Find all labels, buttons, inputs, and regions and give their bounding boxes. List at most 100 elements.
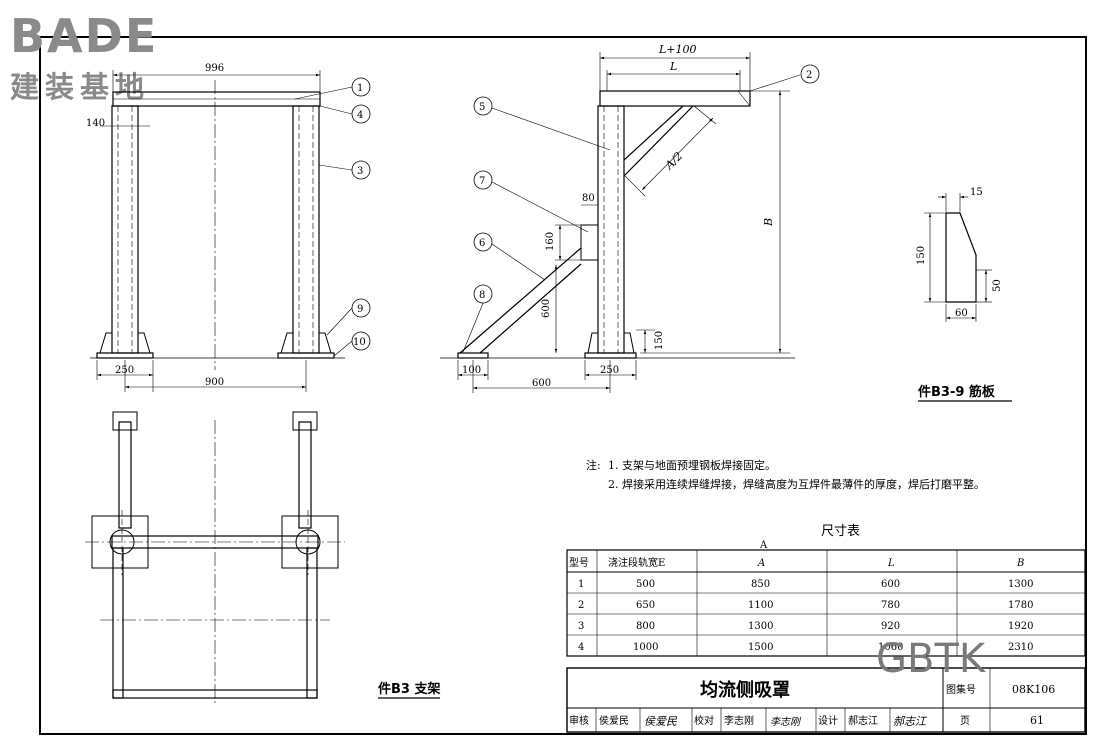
svg-text:600: 600 bbox=[541, 299, 552, 318]
callout-8: 8 bbox=[473, 284, 493, 304]
callout-5: 5 bbox=[473, 96, 493, 116]
svg-text:1300: 1300 bbox=[1008, 579, 1033, 590]
note-1: 1. 支架与地面预埋钢板焊接固定。 bbox=[608, 458, 776, 472]
svg-text:设计: 设计 bbox=[818, 714, 838, 727]
table-header: 浇注段轨宽E bbox=[608, 556, 665, 569]
svg-text:250: 250 bbox=[115, 365, 134, 376]
svg-text:BADE: BADE bbox=[10, 9, 158, 63]
svg-text:140: 140 bbox=[86, 118, 105, 129]
svg-text:6: 6 bbox=[479, 238, 485, 249]
svg-text:2310: 2310 bbox=[1008, 642, 1033, 653]
svg-text:250: 250 bbox=[600, 365, 619, 376]
svg-text:900: 900 bbox=[205, 377, 224, 388]
svg-text:2: 2 bbox=[578, 600, 584, 611]
svg-text:4: 4 bbox=[578, 642, 584, 653]
svg-text:1060: 1060 bbox=[878, 642, 903, 653]
svg-text:600: 600 bbox=[532, 378, 551, 389]
drawing-title: 均流侧吸罩 bbox=[700, 679, 790, 701]
svg-text:50: 50 bbox=[992, 279, 1003, 292]
drawing-frame bbox=[39, 36, 1087, 735]
callout-9: 9 bbox=[351, 298, 371, 318]
svg-text:9: 9 bbox=[357, 304, 363, 315]
svg-text:1500: 1500 bbox=[748, 642, 773, 653]
notes: 注: 1. 支架与地面预埋钢板焊接固定。 2. 焊接采用连续焊缝焊接，焊缝高度为… bbox=[586, 458, 985, 491]
rib-plate-drawing bbox=[924, 193, 992, 322]
notes-prefix: 注: bbox=[586, 458, 601, 472]
bade-logo: BADE 建装基地 bbox=[10, 9, 158, 104]
svg-text:校对: 校对 bbox=[694, 714, 714, 727]
table-marker: A bbox=[759, 540, 768, 551]
svg-text:1000: 1000 bbox=[633, 642, 658, 653]
signature-review: 侯爱民 bbox=[644, 715, 678, 728]
svg-text:80: 80 bbox=[582, 193, 595, 204]
table-header: A bbox=[757, 558, 765, 569]
table-header: B bbox=[1016, 558, 1024, 569]
signature-check: 李志刚 bbox=[770, 716, 802, 728]
svg-text:3: 3 bbox=[578, 621, 584, 632]
svg-text:5: 5 bbox=[479, 102, 485, 113]
svg-text:15: 15 bbox=[970, 187, 983, 198]
atlas-number: 08K106 bbox=[1012, 683, 1055, 696]
svg-text:600: 600 bbox=[881, 579, 900, 590]
svg-text:8: 8 bbox=[479, 290, 485, 301]
svg-text:1100: 1100 bbox=[748, 600, 773, 611]
callout-6: 6 bbox=[473, 232, 493, 252]
svg-text:郝志江: 郝志江 bbox=[848, 714, 878, 727]
gbtk-watermark: GBTK bbox=[876, 636, 987, 682]
table-title: 尺寸表 bbox=[821, 524, 860, 539]
plan-view bbox=[85, 411, 345, 705]
svg-text:1: 1 bbox=[357, 83, 363, 94]
svg-text:1780: 1780 bbox=[1008, 600, 1033, 611]
svg-text:审核: 审核 bbox=[569, 714, 589, 727]
svg-text:1920: 1920 bbox=[1008, 621, 1033, 632]
note-2: 2. 焊接采用连续焊缝焊接，焊缝高度为互焊件最薄件的厚度，焊后打磨平整。 bbox=[608, 477, 985, 491]
svg-text:10: 10 bbox=[353, 337, 366, 348]
svg-text:页: 页 bbox=[960, 715, 970, 727]
svg-text:L+100: L+100 bbox=[658, 43, 697, 56]
svg-text:150: 150 bbox=[916, 246, 927, 265]
svg-text:800: 800 bbox=[636, 621, 655, 632]
side-view bbox=[440, 52, 801, 393]
svg-text:侯爱民: 侯爱民 bbox=[599, 714, 629, 727]
rib-plate-caption: 件B3-9 筋板 bbox=[918, 384, 996, 400]
svg-text:7: 7 bbox=[479, 176, 485, 187]
svg-text:500: 500 bbox=[636, 579, 655, 590]
svg-text:850: 850 bbox=[751, 579, 770, 590]
svg-text:1300: 1300 bbox=[748, 621, 773, 632]
page-number: 61 bbox=[1030, 714, 1044, 727]
callout-10: 10 bbox=[351, 331, 371, 351]
svg-text:A/2: A/2 bbox=[662, 150, 685, 173]
svg-text:60: 60 bbox=[955, 308, 968, 319]
rib-plate-labels: 15 150 50 60 件B3-9 筋板 bbox=[916, 187, 1012, 402]
svg-text:160: 160 bbox=[545, 232, 556, 251]
front-view-labels: 996 140 250 900 1 4 3 9 10 bbox=[86, 63, 371, 388]
table-row: 4 1000 1500 1060 2310 bbox=[578, 642, 1033, 653]
svg-text:3: 3 bbox=[357, 166, 363, 177]
atlas-label: 图集号 bbox=[946, 683, 976, 696]
callout-1: 1 bbox=[351, 77, 371, 97]
plan-caption: 件B3 支架 bbox=[378, 681, 440, 697]
callout-2: 2 bbox=[800, 64, 820, 84]
signature-design: 郝志江 bbox=[893, 715, 927, 728]
front-view bbox=[90, 70, 353, 392]
svg-text:920: 920 bbox=[881, 621, 900, 632]
svg-text:2: 2 bbox=[806, 70, 812, 81]
svg-text:4: 4 bbox=[357, 110, 363, 121]
svg-text:李志刚: 李志刚 bbox=[724, 714, 754, 727]
svg-text:100: 100 bbox=[462, 365, 481, 376]
svg-text:1: 1 bbox=[578, 579, 584, 590]
svg-text:780: 780 bbox=[881, 600, 900, 611]
dimension-table: 尺寸表 A 型号 浇注段轨宽E A L B 1 500 850 600 1300… bbox=[566, 524, 1086, 657]
callout-4: 4 bbox=[351, 104, 371, 124]
svg-text:650: 650 bbox=[636, 600, 655, 611]
table-row: 1 500 850 600 1300 bbox=[578, 579, 1033, 590]
table-row: 3 800 1300 920 1920 bbox=[578, 621, 1033, 632]
callout-3: 3 bbox=[351, 160, 371, 180]
svg-text:L: L bbox=[669, 60, 677, 73]
title-block: 均流侧吸罩 图集号 08K106 审核 侯爱民 侯爱民 校对 李志刚 李志刚 设… bbox=[566, 667, 1086, 733]
table-header: 型号 bbox=[569, 556, 589, 569]
table-row: 2 650 1100 780 1780 bbox=[578, 600, 1033, 611]
table-header: L bbox=[887, 558, 895, 569]
svg-text:996: 996 bbox=[205, 63, 224, 74]
